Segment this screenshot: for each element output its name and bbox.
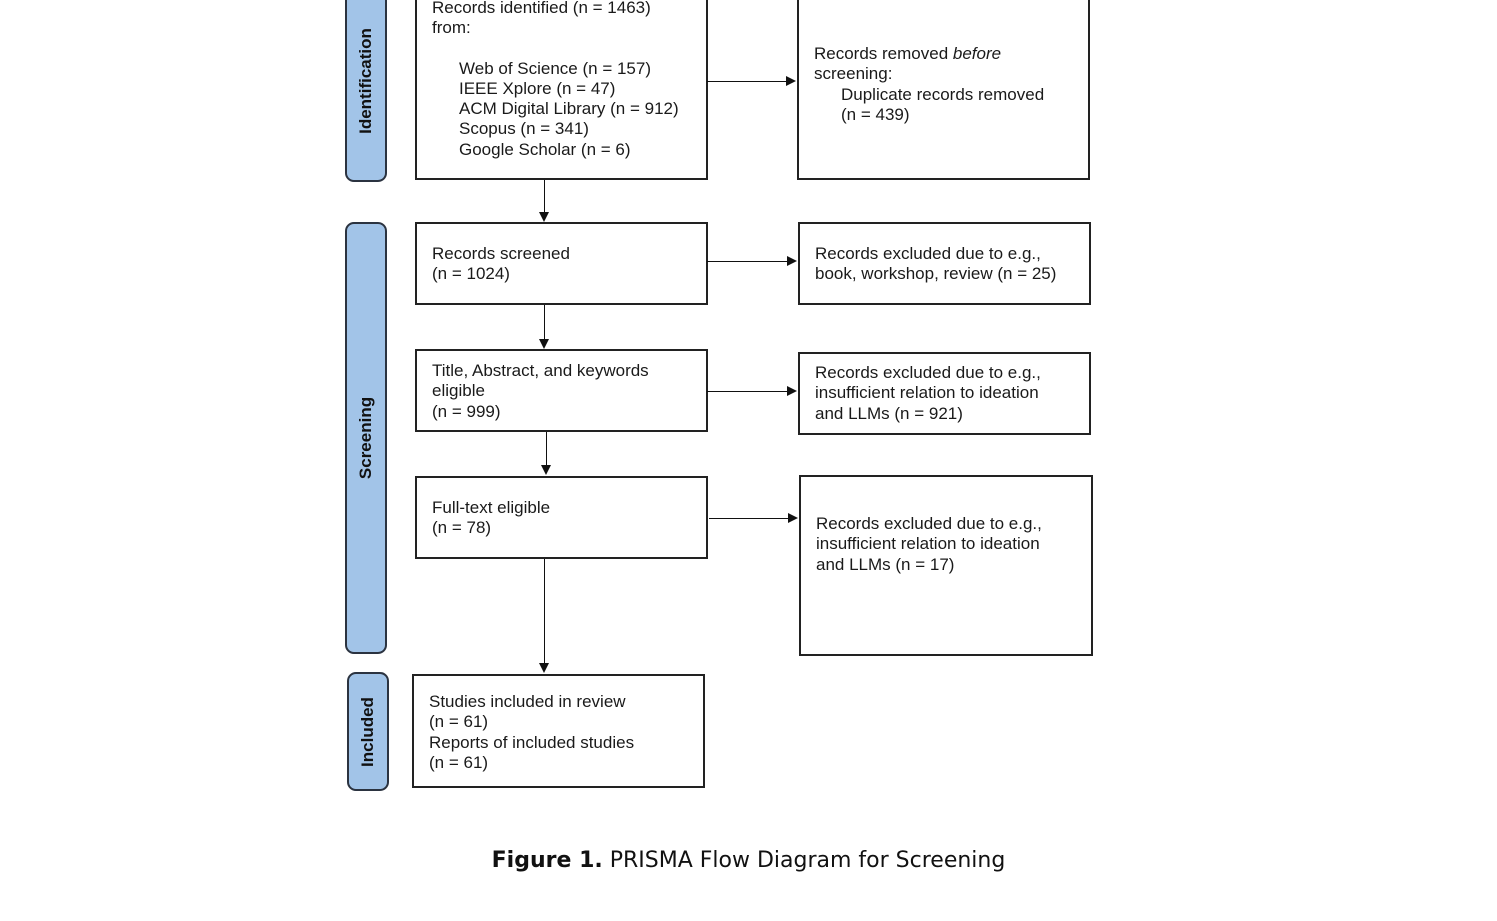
excluded-title-line-1: Records excluded due to e.g.,: [815, 363, 1041, 382]
excluded-title-abstract-box: Records excluded due to e.g., insufficie…: [798, 352, 1091, 435]
screened-line-2: (n = 1024): [432, 264, 510, 284]
phase-included: Included: [347, 672, 389, 791]
studies-included-box: Studies included in review (n = 61) Repo…: [412, 674, 705, 788]
records-identified-box: Records identified (n = 1463) from: Web …: [415, 0, 708, 180]
records-removed-box: Records removed before screening: Duplic…: [797, 0, 1090, 180]
phase-screening: Screening: [345, 222, 387, 654]
screened-line-1: Records screened: [432, 244, 570, 263]
excluded-screening-line-2: book, workshop, review (n = 25): [815, 264, 1057, 284]
source-web-of-science: Web of Science (n = 157): [459, 58, 651, 78]
records-screened-box: Records screened (n = 1024): [415, 222, 708, 305]
duplicates-label: Duplicate records removed: [841, 84, 1045, 104]
arrow-identified-to-removed: [707, 75, 796, 86]
identified-line-1: Records identified (n = 1463): [432, 0, 651, 17]
included-line-2: (n = 61): [429, 712, 489, 732]
excluded-fulltext-line-1: Records excluded due to e.g.,: [816, 514, 1042, 533]
arrow-fulltext-to-included: [538, 559, 549, 673]
title-abstract-line-3: (n = 999): [432, 401, 501, 421]
arrow-identified-to-screened: [538, 180, 549, 222]
phase-label-included: Included: [358, 696, 377, 767]
source-acm-digital-library: ACM Digital Library (n = 912): [459, 99, 679, 119]
duplicates-count: (n = 439): [841, 104, 910, 124]
source-scopus: Scopus (n = 341): [459, 119, 589, 139]
included-line-1: Studies included in review: [429, 692, 626, 711]
figure-caption-text: PRISMA Flow Diagram for Screening: [602, 848, 1006, 873]
removed-line-2: screening:: [814, 64, 893, 84]
arrow-screened-to-excluded: [707, 255, 797, 266]
phase-label-identification: Identification: [356, 28, 375, 134]
fulltext-eligible-box: Full-text eligible (n = 78): [415, 476, 708, 559]
fulltext-line-1: Full-text eligible: [432, 498, 551, 517]
excluded-screening-line-1: Records excluded due to e.g.,: [815, 244, 1041, 263]
fulltext-line-2: (n = 78): [432, 518, 492, 538]
arrow-screened-to-title: [538, 305, 549, 349]
arrow-fulltext-to-excluded: [709, 512, 798, 523]
removed-line-1: Records removed before: [814, 44, 1002, 63]
arrow-title-to-fulltext: [540, 432, 551, 475]
phase-label-screening: Screening: [356, 396, 375, 480]
title-abstract-line-2: eligible: [432, 381, 485, 401]
title-abstract-line-1: Title, Abstract, and keywords: [432, 361, 649, 380]
included-line-3: Reports of included studies: [429, 732, 635, 752]
arrow-title-to-excluded: [707, 385, 797, 396]
removed-emphasis: before: [952, 44, 1002, 63]
excluded-title-line-2: insufficient relation to ideation: [815, 383, 1039, 403]
figure-label: Figure 1.: [491, 848, 603, 873]
title-abstract-eligible-box: Title, Abstract, and keywords eligible (…: [415, 349, 708, 432]
excluded-fulltext-box: Records excluded due to e.g., insufficie…: [799, 475, 1093, 656]
excluded-fulltext-line-3: and LLMs (n = 17): [816, 554, 955, 574]
excluded-screening-box: Records excluded due to e.g., book, work…: [798, 222, 1091, 305]
excluded-title-line-3: and LLMs (n = 921): [815, 403, 963, 423]
figure-caption: Figure 1. PRISMA Flow Diagram for Screen…: [0, 848, 1497, 873]
source-google-scholar: Google Scholar (n = 6): [459, 139, 631, 159]
included-line-4: (n = 61): [429, 752, 489, 772]
source-ieee-xplore: IEEE Xplore (n = 47): [459, 78, 616, 98]
excluded-fulltext-line-2: insufficient relation to ideation: [816, 534, 1040, 554]
identified-line-2: from:: [432, 18, 471, 38]
phase-identification: Identification: [345, 0, 387, 182]
